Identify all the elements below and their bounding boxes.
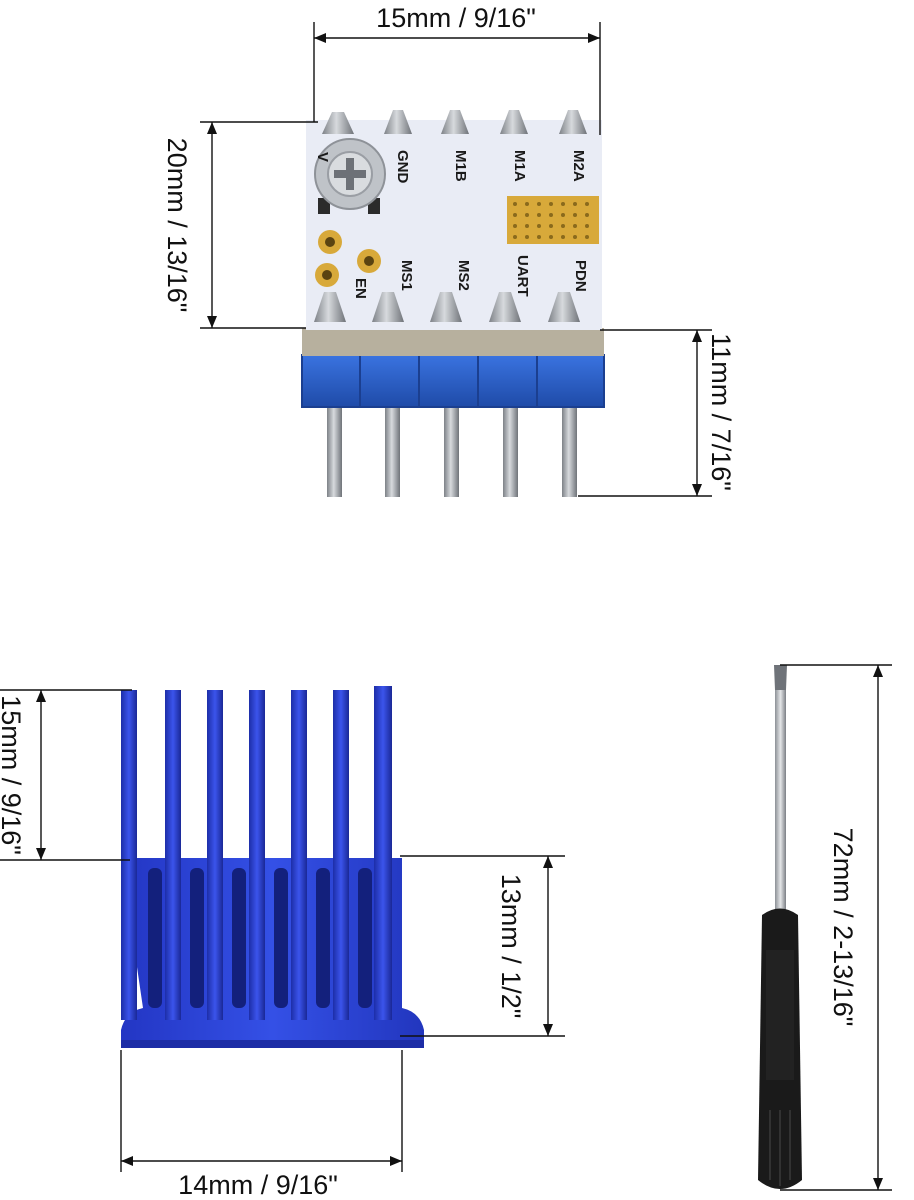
board-height-label: 20mm / 13/16"	[162, 138, 192, 313]
pin-label-m1a: M1A	[511, 150, 528, 182]
pin-labels-top: V GND M1B M1A M2A	[314, 150, 587, 184]
heatsink-fins	[121, 686, 392, 1020]
board-height-dimension: 20mm / 13/16"	[162, 121, 318, 329]
pin-length-label: 11mm / 7/16"	[706, 333, 736, 491]
pin-length-dimension: 11mm / 7/16"	[578, 329, 736, 497]
heatsink-width-label: 14mm / 9/16"	[178, 1170, 338, 1200]
heatsink-width-dimension: 14mm / 9/16"	[120, 1050, 403, 1200]
heatsink-base-height-label: 13mm / 1/2"	[496, 874, 526, 1019]
board-width-dimension: 15mm / 9/16"	[313, 3, 601, 135]
board-width-label: 15mm / 9/16"	[376, 3, 536, 33]
bottom-solder-joints	[314, 292, 580, 322]
pin-label-v: V	[314, 152, 331, 162]
pin-labels-bottom: EN MS1 MS2 UART PDN	[352, 255, 589, 299]
pin-label-ms2: MS2	[455, 260, 472, 291]
stepper-driver-board: V GND M1B M1A M2A EN MS1 MS2 UART PDN	[301, 110, 605, 497]
pin-label-gnd: GND	[394, 150, 411, 184]
pin-header-plastic	[301, 354, 605, 408]
top-solder-joints	[322, 110, 587, 134]
gold-vias	[315, 230, 381, 287]
pin-label-en: EN	[352, 278, 369, 299]
heatsink	[121, 686, 424, 1048]
pcb-edge	[302, 328, 604, 356]
solder-pad-array	[507, 196, 599, 244]
potentiometer-icon	[314, 138, 386, 214]
screwdriver-length-label: 72mm / 2-13/16"	[828, 828, 858, 1027]
screwdriver	[758, 665, 802, 1189]
heatsink-fin-height-label: 15mm / 9/16"	[0, 695, 26, 855]
header-pins-lower	[327, 405, 577, 497]
heatsink-fin-height-dimension: 15mm / 9/16"	[0, 689, 132, 861]
pin-label-m2a: M2A	[570, 150, 587, 182]
pin-label-ms1: MS1	[398, 260, 415, 291]
pin-label-pdn: PDN	[572, 260, 589, 292]
pin-label-m1b: M1B	[452, 150, 469, 182]
screwdriver-length-dimension: 72mm / 2-13/16"	[780, 664, 892, 1191]
pin-label-uart: UART	[514, 255, 531, 297]
heatsink-base-height-dimension: 13mm / 1/2"	[400, 855, 565, 1037]
